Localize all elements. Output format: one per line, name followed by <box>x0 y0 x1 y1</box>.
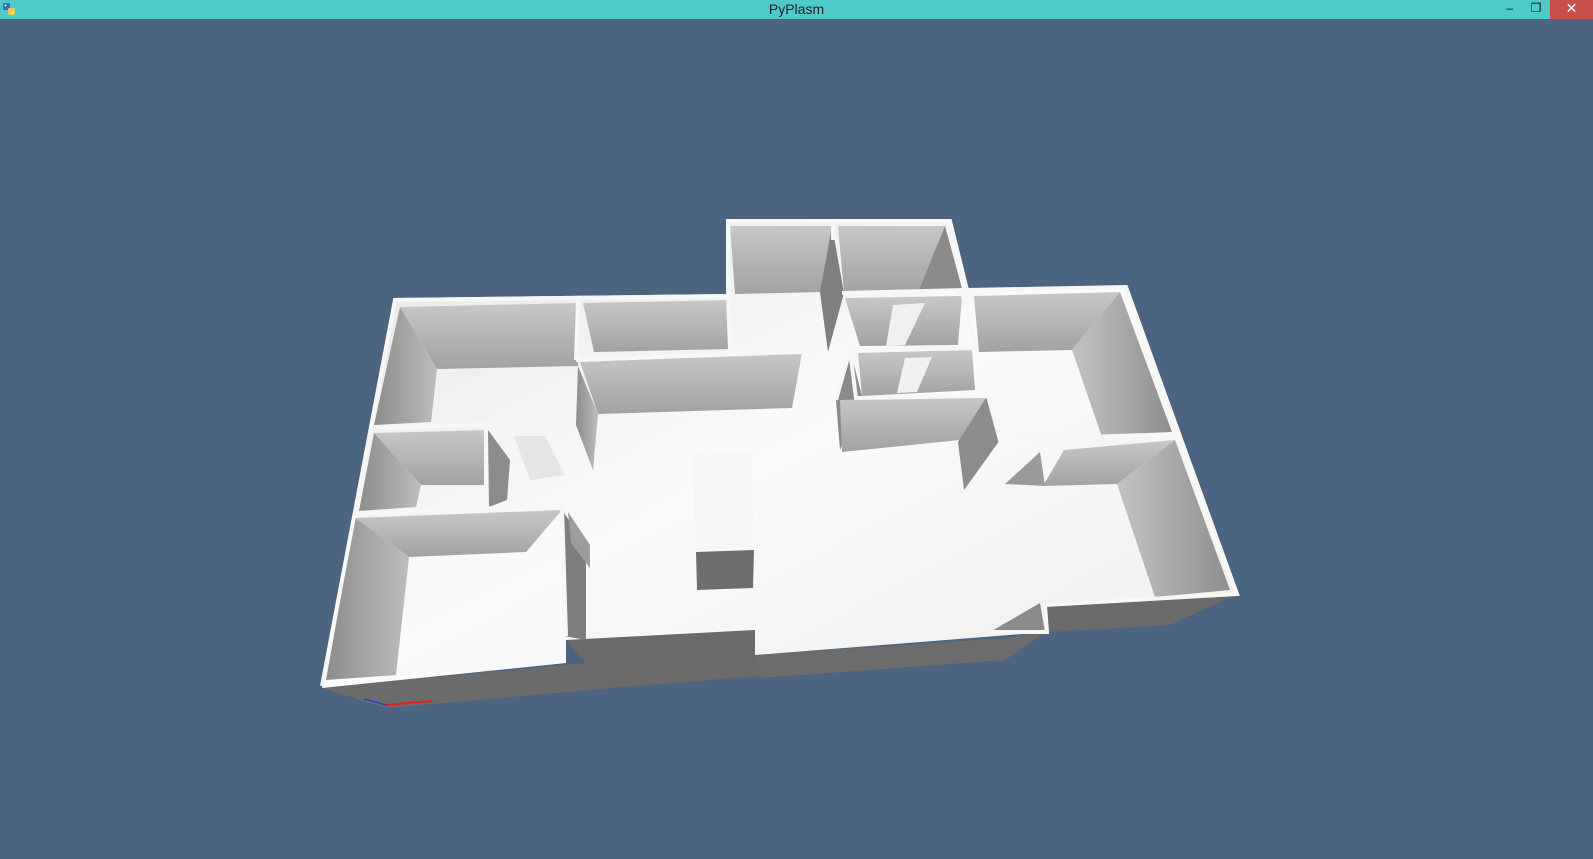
x-axis-indicator <box>385 700 433 706</box>
axis-gizmo <box>363 698 433 706</box>
wall-tops <box>320 219 1240 687</box>
z-axis-indicator <box>363 698 387 706</box>
python-app-icon <box>3 3 15 15</box>
room-walls <box>326 226 1230 680</box>
minimize-button[interactable]: – <box>1497 0 1523 19</box>
maximize-button[interactable]: ❐ <box>1523 0 1549 19</box>
close-button[interactable]: ✕ <box>1550 0 1593 19</box>
minimize-icon: – <box>1506 1 1514 15</box>
floor-plan-render <box>320 219 1240 708</box>
window-title: PyPlasm <box>768 1 825 17</box>
3d-viewport[interactable] <box>0 19 1593 859</box>
restore-icon: ❐ <box>1530 1 1542 15</box>
exterior-walls <box>322 594 1237 708</box>
title-bar[interactable]: PyPlasm – ❐ ✕ <box>0 0 1593 19</box>
close-icon: ✕ <box>1565 0 1578 16</box>
